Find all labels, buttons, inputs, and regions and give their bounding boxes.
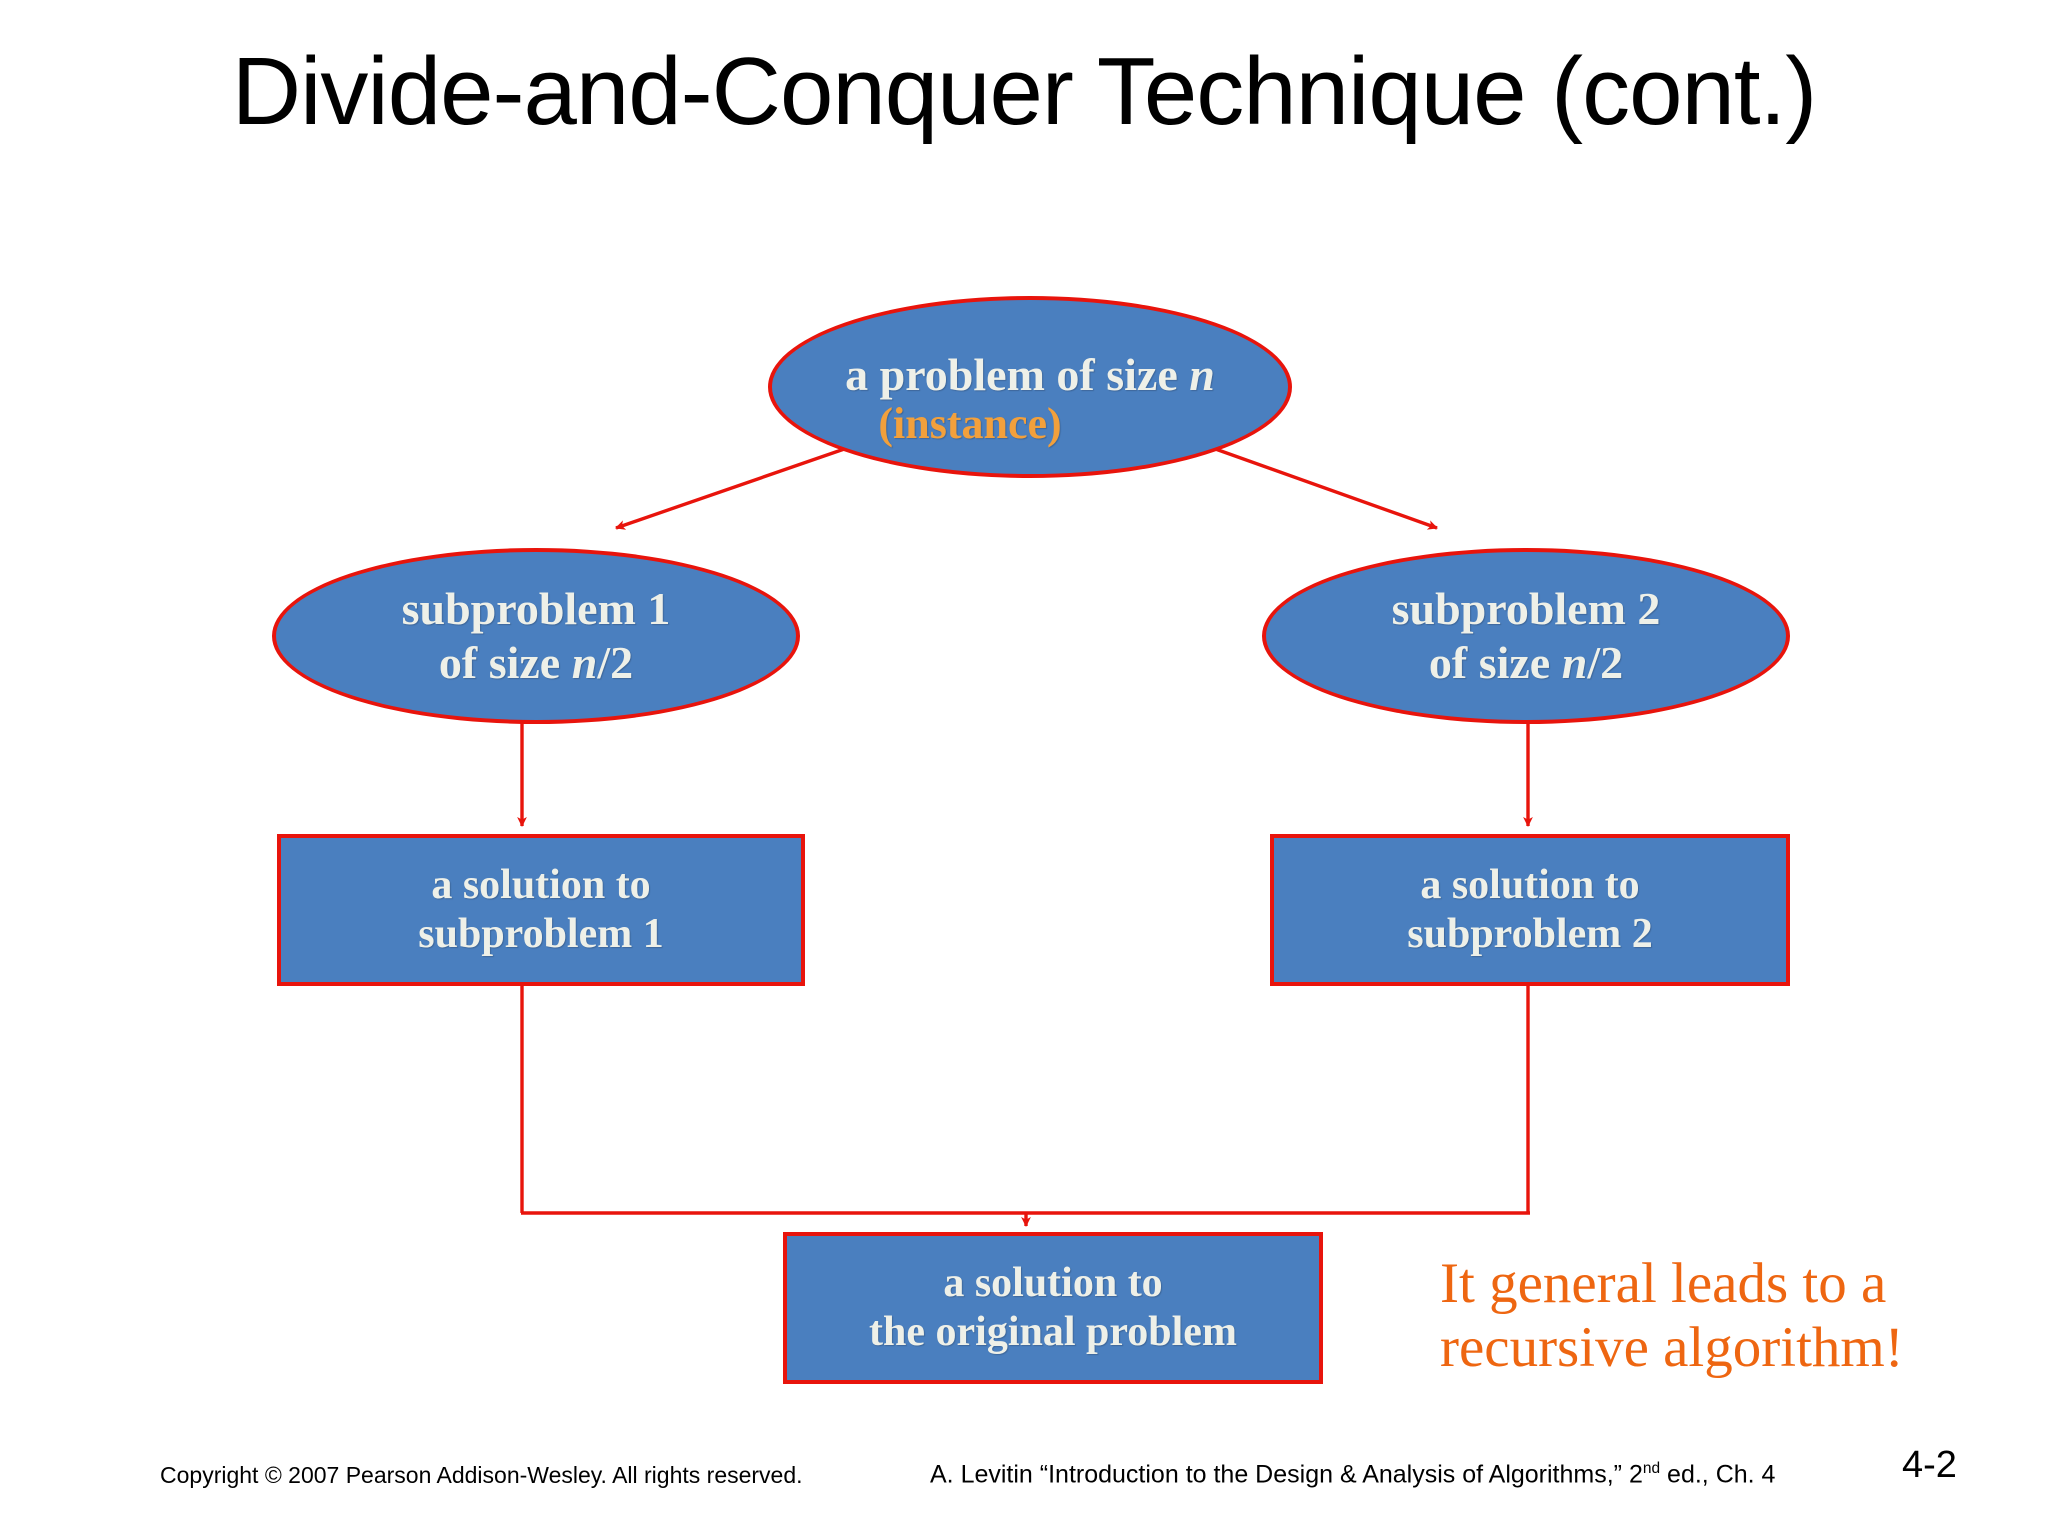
callout-line-1: It general leads to a: [1440, 1252, 1887, 1315]
node-subproblem2-line2: of size n/2: [1428, 637, 1624, 688]
italic-n: n: [1189, 349, 1215, 401]
node-subproblem1-line1: subproblem 1: [401, 583, 671, 635]
node-solution2-line1: a solution to: [1420, 861, 1640, 908]
footer-copyright: Copyright © 2007 Pearson Addison-Wesley.…: [160, 1462, 803, 1488]
node-root-line2-instance: (instance): [878, 399, 1062, 449]
edge-root-to-subproblem1: [615, 444, 854, 530]
page-title: Divide-and-Conquer Technique (cont.): [231, 38, 1817, 145]
page-number: 4-2: [1902, 1444, 1957, 1486]
node-final-line1: a solution to: [943, 1259, 1163, 1306]
italic-n: n: [571, 637, 598, 688]
node-solution-to-subproblem-1[interactable]: a solution to subproblem 1: [277, 834, 805, 986]
footer-citation: A. Levitin “Introduction to the Design &…: [930, 1460, 1775, 1489]
node-solution2-line2: subproblem 2: [1407, 911, 1653, 957]
node-solution-to-original-problem[interactable]: a solution to the original problem: [783, 1232, 1323, 1384]
recursive-algorithm-callout: It general leads to a recursive algorith…: [1440, 1252, 2040, 1380]
node-root-line1: a problem of size n: [845, 349, 1215, 401]
citation-text-before: A. Levitin “Introduction to the Design &…: [930, 1460, 1643, 1489]
citation-ordinal-suffix: nd: [1642, 1460, 1661, 1477]
callout-line-2: recursive algorithm!: [1440, 1315, 1904, 1379]
node-subproblem2-line1: subproblem 2: [1391, 583, 1661, 635]
node-solution-to-subproblem-2[interactable]: a solution to subproblem 2: [1270, 834, 1790, 986]
node-final-line2: the original problem: [869, 1309, 1237, 1355]
edge-root-to-subproblem2: [1206, 444, 1438, 530]
node-solution1-line1: a solution to: [431, 861, 651, 908]
node-subproblem-1[interactable]: subproblem 1 of size n/2: [272, 548, 800, 724]
node-subproblem1-line2: of size n/2: [438, 637, 634, 688]
italic-n: n: [1561, 637, 1588, 688]
node-problem-of-size-n[interactable]: a problem of size n (instance): [768, 296, 1292, 478]
node-subproblem-2[interactable]: subproblem 2 of size n/2: [1262, 548, 1790, 724]
node-solution1-line2: subproblem 1: [418, 911, 664, 957]
citation-text-after: ed., Ch. 4: [1660, 1460, 1776, 1489]
